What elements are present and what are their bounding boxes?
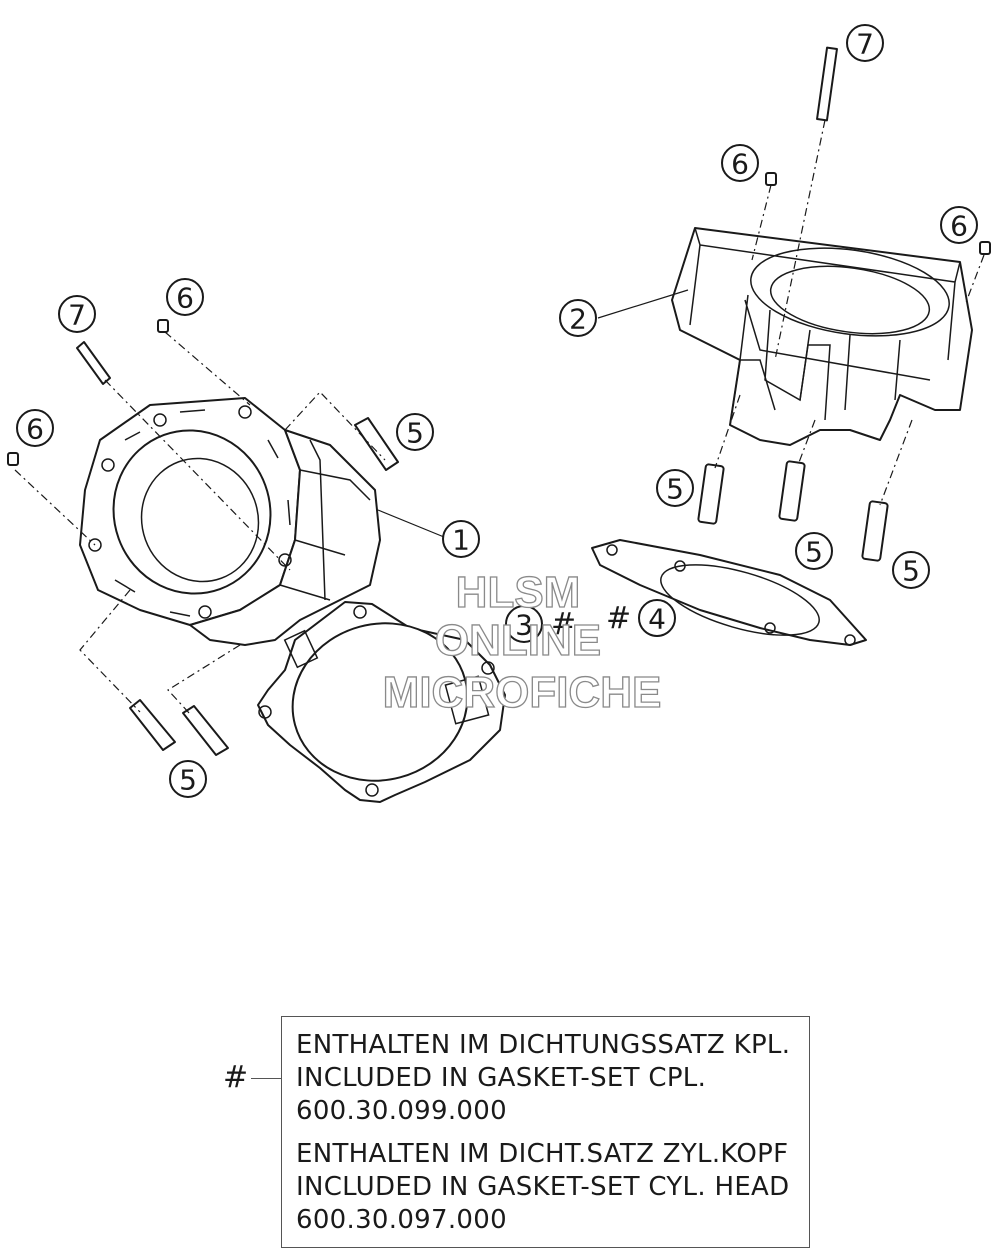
legend-text: ENTHALTEN IM DICHT.SATZ ZYL.KOPF	[296, 1139, 789, 1169]
gasket-set-marker: #	[606, 601, 631, 636]
svg-text:6: 6	[950, 210, 968, 243]
legend-text: INCLUDED IN GASKET-SET CPL.	[296, 1063, 707, 1093]
callout-7: 7	[58, 295, 96, 333]
callout-6: 6	[940, 206, 978, 244]
svg-text:2: 2	[569, 303, 587, 336]
watermark: HLSM ONLINE MICROFICHE	[382, 567, 662, 717]
legend-text: ENTHALTEN IM DICHTUNGSSATZ KPL.	[296, 1030, 791, 1060]
svg-text:3: 3	[515, 609, 533, 642]
svg-text:5: 5	[805, 536, 823, 569]
svg-text:4: 4	[648, 603, 666, 636]
callout-6: 6	[16, 409, 54, 447]
callout-5: 5	[169, 760, 207, 798]
callout-5: 5	[656, 469, 694, 507]
legend-part-number: 600.30.097.000	[296, 1205, 507, 1235]
leader-lines	[377, 289, 689, 538]
svg-text:5: 5	[666, 473, 684, 506]
legend-box: ENTHALTEN IM DICHTUNGSSATZ KPL. INCLUDED…	[281, 1016, 810, 1248]
callout-7: 7	[846, 24, 884, 62]
svg-text:5: 5	[902, 555, 920, 588]
assembly-axis-lines	[14, 119, 985, 715]
cylinder-head-gasket[interactable]	[591, 539, 867, 650]
callout-5: 5	[892, 551, 930, 589]
svg-text:7: 7	[856, 28, 874, 61]
svg-text:7: 7	[68, 299, 86, 332]
stud-front[interactable]	[76, 341, 111, 385]
callout-5: 5	[795, 532, 833, 570]
callout-3: 3	[505, 605, 543, 643]
callout-2: 2	[559, 299, 597, 337]
callout-6: 6	[721, 144, 759, 182]
svg-text:5: 5	[179, 764, 197, 797]
legend-symbol: #	[223, 1060, 249, 1095]
legend-part-number: 600.30.099.000	[296, 1096, 507, 1126]
svg-text:ONLINE: ONLINE	[435, 616, 601, 665]
callout-6: 6	[166, 278, 204, 316]
svg-text:6: 6	[731, 148, 749, 181]
cylinder-front[interactable]	[79, 397, 381, 646]
cylinder-rear[interactable]	[671, 227, 973, 446]
svg-text:MICROFICHE: MICROFICHE	[383, 668, 662, 717]
callout-5: 5	[396, 413, 434, 451]
dowel-pin[interactable]	[7, 172, 991, 466]
callout-1: 1	[442, 520, 480, 558]
legend-leader	[251, 1078, 281, 1079]
svg-text:5: 5	[406, 417, 424, 450]
cylinder-base-gasket[interactable]	[257, 601, 506, 803]
svg-text:HLSM: HLSM	[456, 568, 581, 617]
svg-text:6: 6	[26, 413, 44, 446]
cylinder-screw[interactable]	[129, 417, 889, 756]
svg-text:6: 6	[176, 282, 194, 315]
stud-rear[interactable]	[816, 46, 838, 122]
svg-text:1: 1	[452, 524, 470, 557]
legend-text: INCLUDED IN GASKET-SET CYL. HEAD	[296, 1172, 790, 1202]
callout-4: 4	[638, 599, 676, 637]
gasket-set-marker: #	[551, 607, 576, 642]
